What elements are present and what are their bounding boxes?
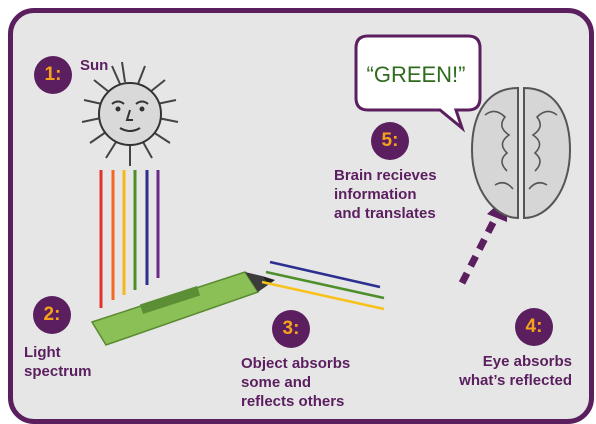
step-4-label-line: what’s reflected: [432, 371, 572, 390]
reflected-light-lines: [262, 262, 384, 309]
brain-icon: [472, 88, 570, 218]
step-5-label: Brain recieves information and translate…: [334, 166, 437, 223]
reflected-line-blue: [270, 262, 380, 287]
step-2-label: Light spectrum: [24, 343, 92, 381]
step-3-label-line: Object absorbs: [241, 354, 350, 373]
step-4-label-line: Eye absorbs: [432, 352, 572, 371]
step-5-label-line: Brain recieves: [334, 166, 437, 185]
step-4-label: Eye absorbs what’s reflected: [432, 352, 572, 390]
step-2-label-line: Light: [24, 343, 92, 362]
step-3-badge: 3:: [272, 310, 310, 348]
sun-icon: [82, 62, 178, 166]
step-5-label-line: and translates: [334, 204, 437, 223]
step-5-badge: 5:: [371, 122, 409, 160]
step-3-label-line: some and: [241, 373, 350, 392]
step-4-badge: 4:: [515, 308, 553, 346]
step-1-badge: 1:: [34, 56, 72, 94]
reflected-line-yellow: [262, 282, 384, 309]
step-3-label: Object absorbs some and reflects others: [241, 354, 350, 411]
step-1-label: Sun: [80, 56, 108, 75]
step-2-label-line: spectrum: [24, 362, 92, 381]
step-5-label-line: information: [334, 185, 437, 204]
speech-bubble-text: “GREEN!”: [361, 62, 471, 88]
step-3-label-line: reflects others: [241, 392, 350, 411]
light-spectrum-lines: [101, 170, 158, 308]
crayon-icon: [92, 272, 275, 345]
step-2-badge: 2:: [33, 296, 71, 334]
